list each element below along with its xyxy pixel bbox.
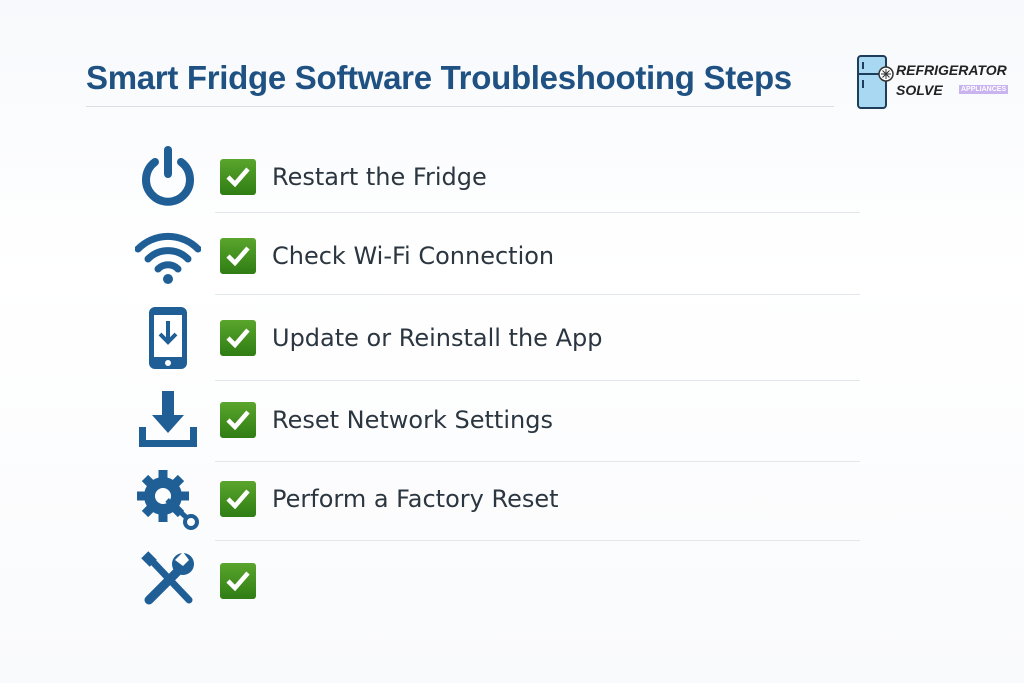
logo-line-1: REFRIGERATOR — [896, 62, 1007, 78]
checkbox-checked-icon — [220, 402, 256, 438]
power-icon — [135, 144, 201, 210]
row-divider — [215, 380, 860, 381]
gear-wrench-icon — [135, 466, 201, 532]
fridge-logo-icon — [857, 55, 894, 109]
row-divider — [215, 540, 860, 541]
download-tray-icon — [135, 387, 201, 453]
phone-download-icon — [135, 305, 201, 371]
tools-icon — [135, 548, 201, 614]
step-item: Restart the Fridge — [0, 137, 1024, 217]
logo: REFRIGERATOR SOLVE APPLIANCES — [855, 54, 1020, 110]
step-label: Perform a Factory Reset — [272, 485, 559, 513]
wifi-icon — [134, 223, 202, 289]
checkbox-checked-icon — [220, 563, 256, 599]
step-item: Perform a Factory Reset — [0, 459, 1024, 539]
step-item: Update or Reinstall the App — [0, 298, 1024, 378]
row-divider — [215, 461, 860, 462]
step-label: Restart the Fridge — [272, 163, 487, 191]
logo-tagline: APPLIANCES — [959, 85, 1009, 94]
checkbox-checked-icon — [220, 320, 256, 356]
step-item — [0, 541, 1024, 621]
step-label: Check Wi-Fi Connection — [272, 242, 555, 270]
page-title: Smart Fridge Software Troubleshooting St… — [86, 59, 792, 96]
title-divider — [86, 106, 834, 107]
checkbox-checked-icon — [220, 159, 256, 195]
step-item: Reset Network Settings — [0, 380, 1024, 460]
row-divider — [215, 212, 860, 213]
step-label: Update or Reinstall the App — [272, 324, 603, 352]
row-divider — [215, 294, 860, 295]
checkbox-checked-icon — [220, 238, 256, 274]
checkbox-checked-icon — [220, 481, 256, 517]
step-label: Reset Network Settings — [272, 406, 553, 434]
logo-line-2: SOLVE — [896, 82, 943, 98]
step-item: Check Wi-Fi Connection — [0, 216, 1024, 296]
